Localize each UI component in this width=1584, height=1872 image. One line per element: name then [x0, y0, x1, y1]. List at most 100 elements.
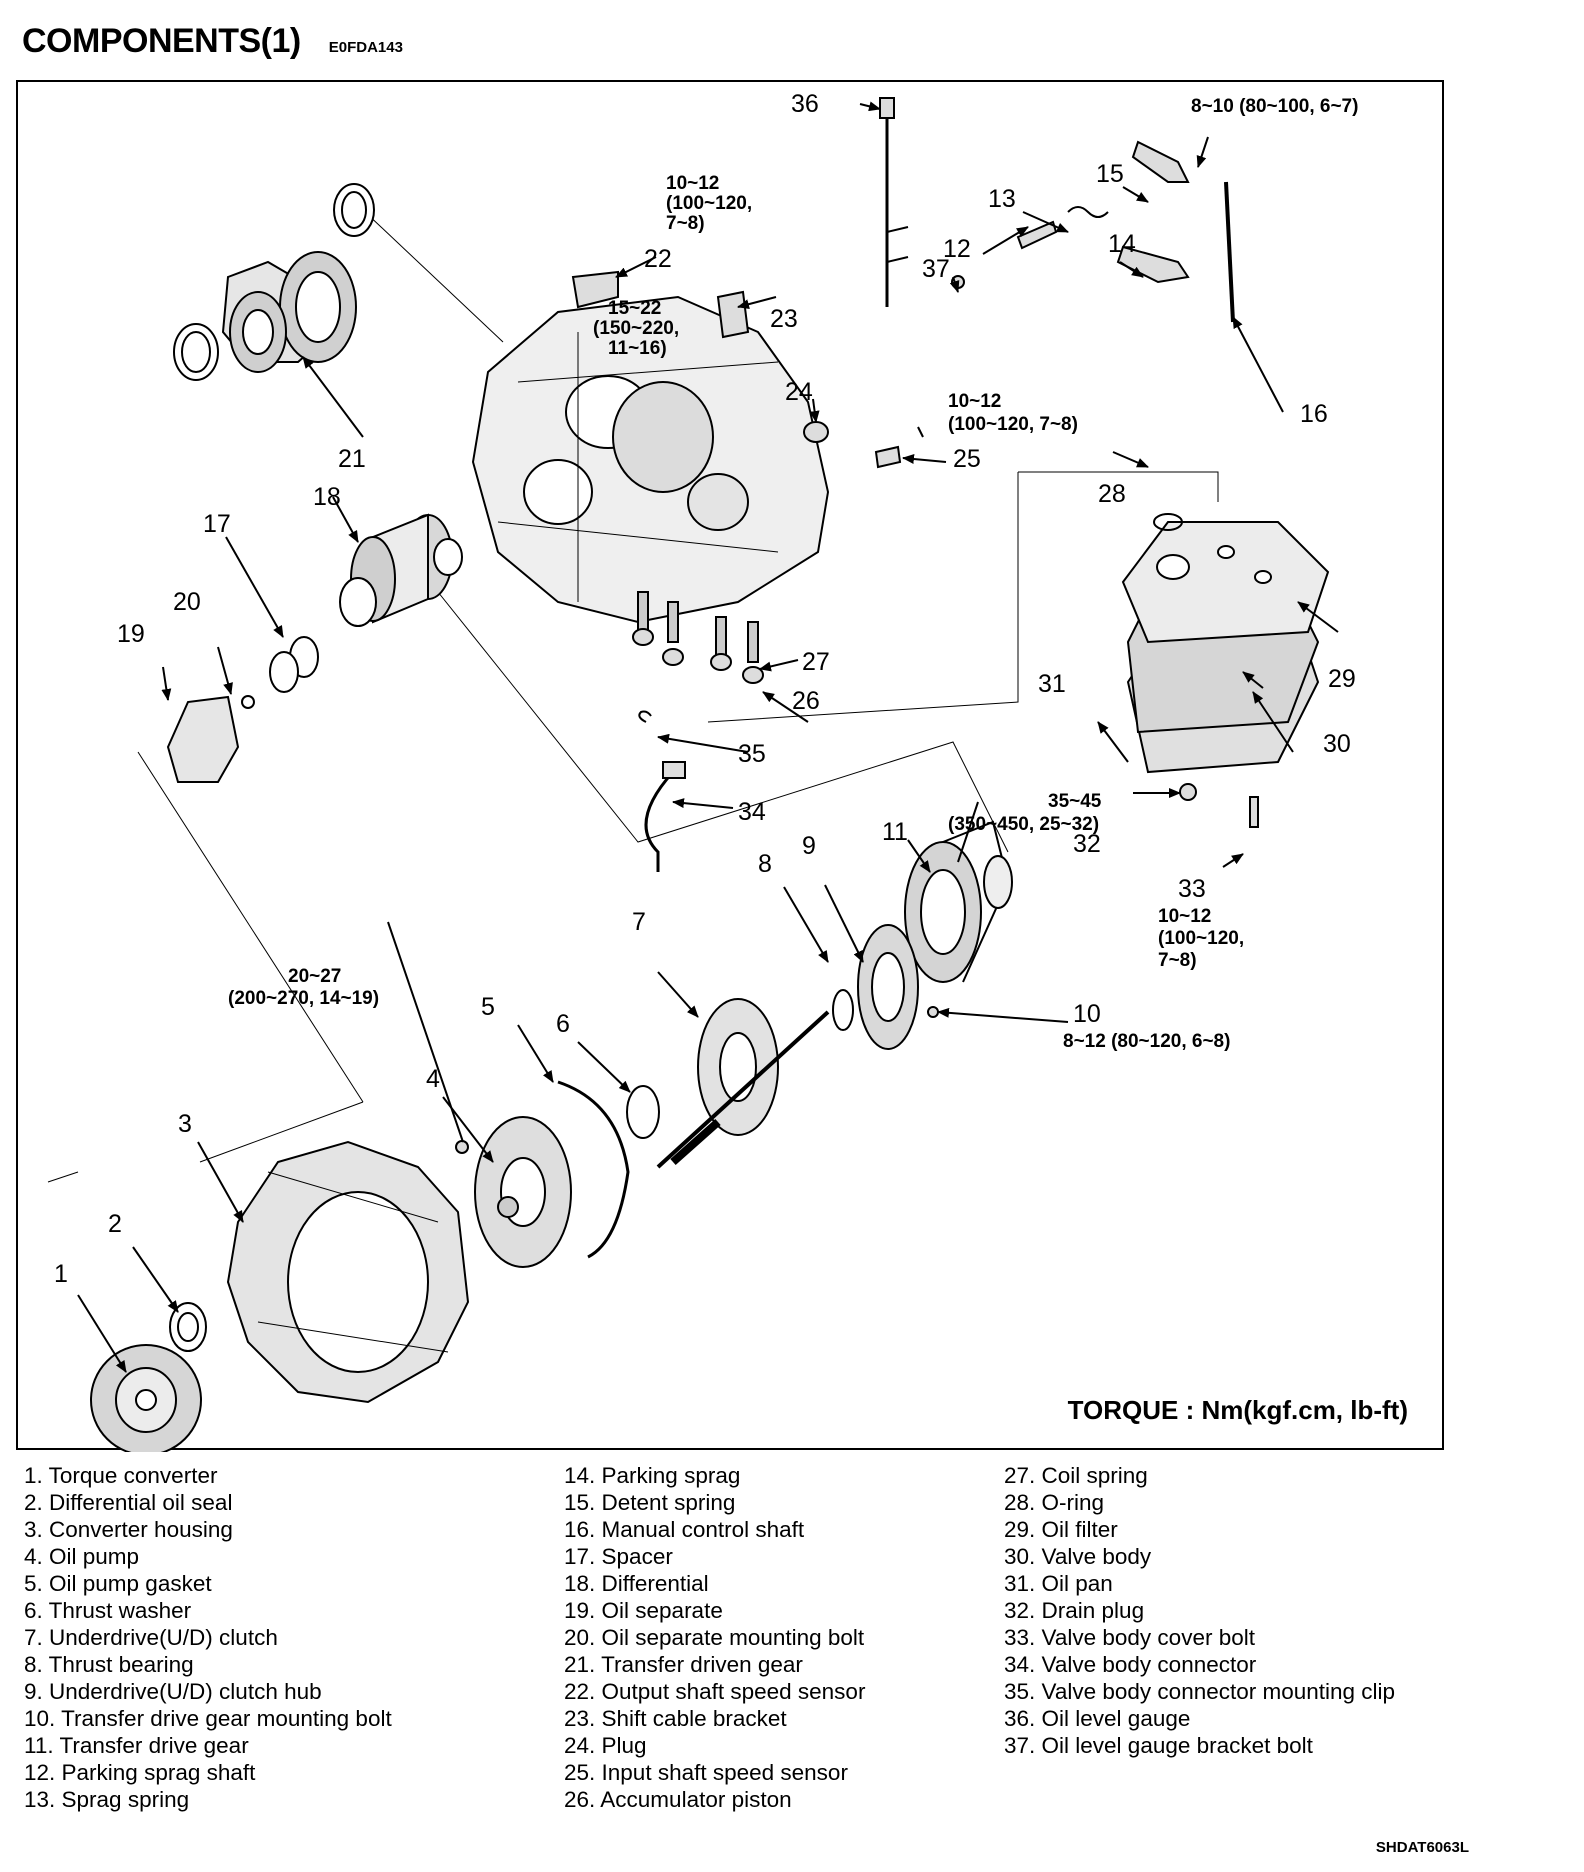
callout-25: 25	[953, 445, 981, 473]
callout-16: 16	[1300, 400, 1328, 428]
exploded-diagram: 1 2 3 4 5 6 7 8 9 10 11 12 13 14 15 16 1…	[47, 90, 1358, 1452]
transaxle-case	[471, 295, 830, 624]
legend-item: 30. Valve body	[1004, 1544, 1152, 1569]
oil-separate-bolt	[241, 695, 255, 709]
callout-35: 35	[738, 740, 766, 768]
torque-specs: 8~10 (80~100, 6~7) 10~12 (100~120, 7~8) …	[228, 96, 1358, 1052]
oil-pump-bolt	[455, 1140, 469, 1154]
legend-item: 4. Oil pump	[24, 1544, 140, 1569]
legend-item: 20. Oil separate mounting bolt	[564, 1625, 865, 1650]
legend-item: 6. Thrust washer	[24, 1598, 192, 1623]
leader-lines	[77, 101, 1339, 1373]
legend-item: 10. Transfer drive gear mounting bolt	[24, 1706, 392, 1731]
torque-spec-oil-pump: 20~27	[288, 966, 341, 987]
page-title: COMPONENTS(1)	[22, 22, 301, 60]
thrust-bearing	[832, 989, 854, 1031]
ud-clutch	[656, 998, 830, 1169]
legend-item: 21. Transfer driven gear	[564, 1652, 803, 1677]
callout-20: 20	[173, 588, 201, 616]
connector-clip	[638, 710, 652, 723]
torque-spec-sensor-22-line2: (100~120,	[666, 193, 752, 214]
callout-6: 6	[556, 1010, 570, 1038]
ud-clutch-hub	[857, 924, 919, 1050]
legend-item: 1. Torque converter	[24, 1463, 218, 1488]
callout-numbers: 1 2 3 4 5 6 7 8 9 10 11 12 13 14 15 16 1…	[54, 90, 1356, 1288]
legend-item: 29. Oil filter	[1004, 1517, 1118, 1542]
legend-item: 34. Valve body connector	[1004, 1652, 1257, 1677]
callout-18: 18	[313, 483, 341, 511]
callout-33: 33	[1178, 875, 1206, 903]
legend-item: 13. Sprag spring	[24, 1787, 190, 1812]
oil-pump-gasket	[557, 1080, 630, 1259]
torque-spec-oil-pump-line2: (200~270, 14~19)	[228, 988, 379, 1009]
callout-2: 2	[108, 1210, 122, 1238]
torque-spec-cover-bolt-line3: 7~8)	[1158, 950, 1197, 971]
legend-item: 22. Output shaft speed sensor	[564, 1679, 866, 1704]
torque-spec-cover-bolt: 10~12	[1158, 906, 1211, 927]
section-code: E0FDA143	[328, 39, 403, 56]
callout-9: 9	[802, 832, 816, 860]
output-shaft-speed-sensor	[571, 270, 619, 309]
callout-14: 14	[1108, 230, 1136, 258]
bolt-leader-lines	[387, 426, 979, 1143]
legend-item: 11. Transfer drive gear	[24, 1733, 249, 1758]
legend-item: 31. Oil pan	[1004, 1571, 1113, 1596]
torque-converter	[90, 1344, 202, 1452]
legend-item: 15. Detent spring	[564, 1490, 736, 1515]
legend-item: 36. Oil level gauge	[1004, 1706, 1191, 1731]
legend-item: 2. Differential oil seal	[24, 1490, 233, 1515]
callout-30: 30	[1323, 730, 1351, 758]
legend-item: 8. Thrust bearing	[24, 1652, 194, 1677]
legend-item: 27. Coil spring	[1004, 1463, 1148, 1488]
torque-spec-bracket-23-line3: 11~16)	[608, 338, 667, 359]
torque-spec-cover-bolt-line2: (100~120,	[1158, 928, 1244, 949]
legend-item: 12. Parking sprag shaft	[24, 1760, 256, 1785]
torque-spec-drive-gear-bolt: 8~12 (80~120, 6~8)	[1063, 1031, 1230, 1052]
legend-column-3: 27. Coil spring 28. O-ring 29. Oil filte…	[1004, 1462, 1395, 1759]
differential	[339, 513, 463, 627]
oil-pump	[474, 1116, 572, 1268]
callout-7: 7	[632, 908, 646, 936]
thrust-washer	[626, 1085, 660, 1139]
callout-37: 37	[922, 255, 950, 283]
torque-spec-drain-plug: 35~45	[1048, 791, 1102, 812]
legend-item: 3. Converter housing	[24, 1517, 233, 1542]
legend-item: 17. Spacer	[564, 1544, 673, 1569]
legend-item: 19. Oil separate	[564, 1598, 723, 1623]
torque-spec-detent: 8~10 (80~100, 6~7)	[1191, 96, 1358, 117]
valve-body-cover-bolt	[1249, 796, 1259, 828]
legend-item: 7. Underdrive(U/D) clutch	[24, 1625, 278, 1650]
callout-27: 27	[802, 648, 830, 676]
legend-item: 16. Manual control shaft	[564, 1517, 805, 1542]
callout-31: 31	[1038, 670, 1066, 698]
legend-item: 24. Plug	[564, 1733, 647, 1758]
parking-sprag	[1116, 245, 1190, 284]
accumulator-pistons	[632, 591, 764, 684]
callout-24: 24	[785, 378, 813, 406]
legend-item: 35. Valve body connector mounting clip	[1004, 1679, 1396, 1704]
legend-item: 32. Drain plug	[1004, 1598, 1145, 1623]
callout-5: 5	[481, 993, 495, 1021]
detent-spring	[1131, 140, 1190, 183]
callout-29: 29	[1328, 665, 1356, 693]
legend-item: 9. Underdrive(U/D) clutch hub	[24, 1679, 322, 1704]
torque-spec-sensor-25: 10~12	[948, 391, 1001, 412]
torque-spec-bracket-23-line2: (150~220,	[593, 318, 679, 339]
parking-sprag-shaft	[1016, 220, 1058, 250]
legend-column-1: 1. Torque converter 2. Differential oil …	[24, 1462, 392, 1813]
legend-item: 14. Parking sprag	[564, 1463, 741, 1488]
legend-item: 37. Oil level gauge bracket bolt	[1004, 1733, 1313, 1758]
callout-3: 3	[178, 1110, 192, 1138]
callout-13: 13	[988, 185, 1016, 213]
transfer-drive-gear	[904, 820, 1013, 983]
callout-12: 12	[943, 235, 971, 263]
manual-control-shaft	[1224, 181, 1235, 323]
legend-item: 25. Input shaft speed sensor	[564, 1760, 848, 1785]
sprag-spring	[1067, 206, 1109, 218]
plug	[803, 421, 829, 443]
callout-19: 19	[117, 620, 145, 648]
legend-item: 33. Valve body cover bolt	[1004, 1625, 1255, 1650]
callout-26: 26	[792, 687, 820, 715]
assembly-guide-lines	[47, 209, 1219, 1183]
valve-body-connector	[644, 770, 675, 872]
